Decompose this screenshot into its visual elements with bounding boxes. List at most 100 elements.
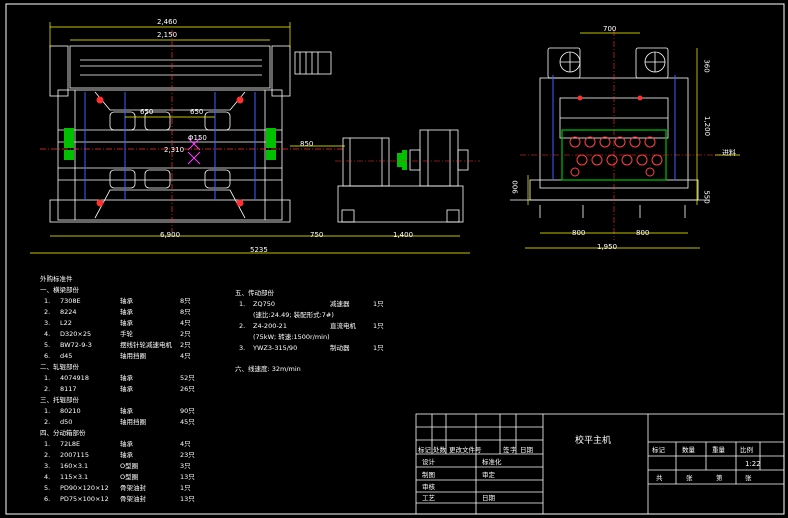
tb-header-4: 签 [503,446,510,454]
tb-prop-scale: 比例 [740,446,753,454]
side-bolts [577,95,643,101]
dim-side-total-width: 1,950 [597,243,618,251]
cell-name: 轴承 [120,451,133,459]
cell-no: 1. [239,300,246,308]
dim-side-mid-height: 1,200 [703,115,712,137]
main-frame [57,89,283,221]
tb-approve: 审定 [482,471,495,479]
drive-base [337,185,464,223]
cell-qty: 90只 [180,407,195,415]
dim-side-top-height: 360 [702,59,711,73]
cell-name: 摆线针轮减速电机 [120,341,172,349]
cell-qty: 4只 [180,440,191,448]
cell-name: 轴承 [120,374,133,382]
cell-qty: 45只 [180,418,195,426]
dim-roll-diameter: Φ150 [188,134,207,142]
cell-code: 72L8E [60,440,81,448]
drive-unit [337,129,469,223]
dim-side-top-width: 700 [603,25,617,33]
cell-qty: 1只 [373,344,384,352]
cell-qty: 3只 [180,462,191,470]
tb-row-design: 设计 [422,458,435,466]
drawing-name: 校平主机 [575,436,612,446]
front-blue-lines [84,92,256,200]
tb-row-check: 审核 [422,483,435,491]
side-blue-lines [552,75,676,180]
cell-qty: 13只 [180,495,195,503]
dim-center-height: 850 [300,140,314,148]
cell-qty: 26只 [180,385,195,393]
cell-qty: 2只 [180,341,191,349]
front-cross-coupling [187,137,201,165]
dim-side-width-left: 800 [572,229,586,237]
cell-qty: 13只 [180,473,195,481]
parts-section-heading: 一、横梁部份 [40,286,79,294]
cell-name: O型圈 [120,473,139,481]
dim-roll-spacing-right: 650 [190,108,204,116]
cell-no: 1. [44,374,51,382]
cell-no: 2. [44,451,51,459]
dim-drive-gap: 750 [310,231,324,239]
dim-front-roller-width: 2,150 [157,31,178,39]
tb-scale-value: 1:22 [745,460,761,468]
cell-no: 4. [44,330,51,338]
tb-prop-mark: 标记 [652,446,665,454]
parts-section-heading: 二、轧辊部份 [40,363,79,371]
cell-no: 6. [44,352,51,360]
tb-header-3: 更改文件号 [449,446,482,454]
tb-prop-qty: 数量 [682,446,695,454]
parts-section-heading: 四、分动箱部份 [40,429,86,437]
cell-name: 骨架油封 [120,484,146,492]
dim-total-length: 5235 [250,246,268,254]
dim-side-low-height: 550 [702,190,711,204]
cell-code: L22 [60,319,72,327]
tb-prop-weight: 重量 [712,446,725,454]
drive-motor [419,129,459,187]
line-speed: 六、线速度: 32m/min [235,365,301,373]
cell-no: 1. [44,440,51,448]
parts-list-title: 外购标准件 [40,275,73,283]
side-centerlines [520,30,720,240]
title-block [415,413,785,515]
tb-sheet-unit1: 张 [686,474,693,482]
cell-no: 2. [44,418,51,426]
cell-code: d45 [60,352,73,360]
cell-qty: 8只 [180,308,191,316]
cell-name: 直流电机 [330,322,356,330]
drawing-border [5,3,785,515]
front-dimensions [30,22,470,254]
cell-no: 6. [44,495,51,503]
cell-name: 轴承 [120,385,133,393]
cell-no: 3. [44,319,51,327]
cell-name: 轴承 [120,407,133,415]
cell-qty: 2只 [180,330,191,338]
dim-drive-length: 1,400 [393,231,414,239]
cell-code: 4074918 [60,374,89,382]
dim-front-base-width: 6,900 [160,231,181,239]
cell-name: 轴承 [120,440,133,448]
cell-code: 8224 [60,308,77,316]
cell-code: D320×25 [60,330,92,338]
top-motor [294,51,332,75]
cell-code: BW72-9-3 [60,341,92,349]
cell-name: 轴承 [120,319,133,327]
cell-code: (速比:24.49; 装配形式:7#) [253,311,334,319]
cell-qty: 4只 [180,352,191,360]
cell-code: d50 [60,418,73,426]
